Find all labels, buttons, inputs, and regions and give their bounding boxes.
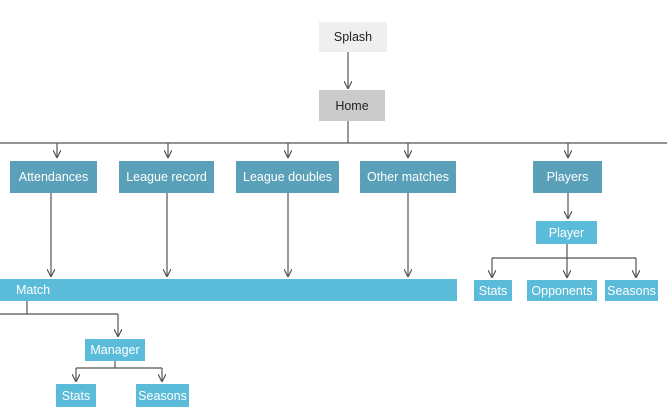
node-splash: Splash <box>319 22 387 52</box>
node-player: Player <box>536 221 597 244</box>
node-league-record: League record <box>119 161 214 193</box>
node-player-seasons: Seasons <box>605 280 658 301</box>
node-opponents: Opponents <box>527 280 597 301</box>
node-player-stats: Stats <box>474 280 512 301</box>
node-manager-seasons: Seasons <box>136 384 189 407</box>
node-manager: Manager <box>85 339 145 361</box>
node-players: Players <box>533 161 602 193</box>
node-home: Home <box>319 90 385 121</box>
node-league-doubles: League doubles <box>236 161 339 193</box>
node-manager-stats: Stats <box>56 384 96 407</box>
node-attendances: Attendances <box>10 161 97 193</box>
node-other-matches: Other matches <box>360 161 456 193</box>
node-match: Match <box>0 279 457 301</box>
